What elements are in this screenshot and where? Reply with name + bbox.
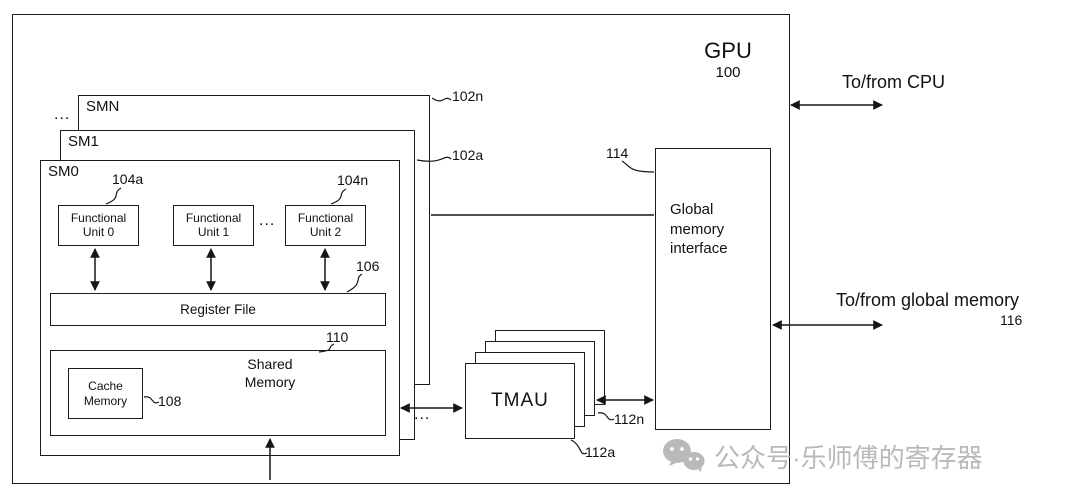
ref-104a: 104a bbox=[112, 171, 144, 187]
ref-102a: 102a bbox=[452, 147, 484, 163]
ref-114: 114 bbox=[606, 145, 629, 161]
ref-110: 110 bbox=[326, 329, 349, 345]
ref-112a: 112a bbox=[585, 444, 616, 460]
functional-units-ellipsis: ... bbox=[259, 212, 276, 229]
gpu-label: GPU bbox=[704, 38, 752, 63]
watermark: 公众号·乐师傅的寄存器 bbox=[660, 437, 983, 475]
ref-112n: 112n bbox=[614, 411, 645, 427]
gpu-box bbox=[12, 14, 790, 484]
global-memory-interface-label: Global memory interface bbox=[670, 201, 728, 257]
register-file-box: Register File bbox=[50, 293, 386, 326]
register-file-label: Register File bbox=[180, 302, 256, 317]
sm0-label: SM0 bbox=[48, 163, 79, 180]
cache-memory-label: Cache Memory bbox=[83, 379, 128, 408]
ref-106: 106 bbox=[356, 258, 380, 274]
ref-116: 116 bbox=[1000, 312, 1023, 328]
tmau-box: TMAU bbox=[465, 363, 575, 439]
shared-memory-label: Shared Memory bbox=[244, 356, 296, 390]
gpu-ref: 100 bbox=[715, 64, 741, 81]
watermark-text: 公众号·乐师傅的寄存器 bbox=[714, 442, 983, 473]
functional-unit-2-label: Functional Unit 2 bbox=[297, 210, 354, 239]
global-memory-interface-box bbox=[655, 148, 771, 430]
to-from-global-memory-label: To/from global memory bbox=[836, 290, 1020, 310]
tmau-label: TMAU bbox=[491, 390, 549, 411]
ref-102n: 102n bbox=[452, 88, 484, 104]
functional-unit-2-box: Functional Unit 2 bbox=[285, 205, 366, 246]
wechat-icon bbox=[663, 439, 705, 472]
to-from-cpu-label: To/from CPU bbox=[842, 72, 946, 92]
ref-104n: 104n bbox=[337, 172, 369, 188]
cache-memory-box: Cache Memory bbox=[68, 368, 143, 419]
gpu-title: GPU 100 bbox=[688, 38, 768, 81]
functional-unit-1-label: Functional Unit 1 bbox=[185, 210, 242, 239]
sm-stack-ellipsis: ... bbox=[54, 106, 71, 123]
ref-108: 108 bbox=[158, 393, 182, 409]
tmau-ellipsis: ... bbox=[414, 406, 431, 423]
functional-unit-1-box: Functional Unit 1 bbox=[173, 205, 254, 246]
smn-label: SMN bbox=[86, 98, 120, 115]
functional-unit-0-box: Functional Unit 0 bbox=[58, 205, 139, 246]
functional-unit-0-label: Functional Unit 0 bbox=[70, 210, 127, 239]
sm1-label: SM1 bbox=[68, 133, 99, 150]
